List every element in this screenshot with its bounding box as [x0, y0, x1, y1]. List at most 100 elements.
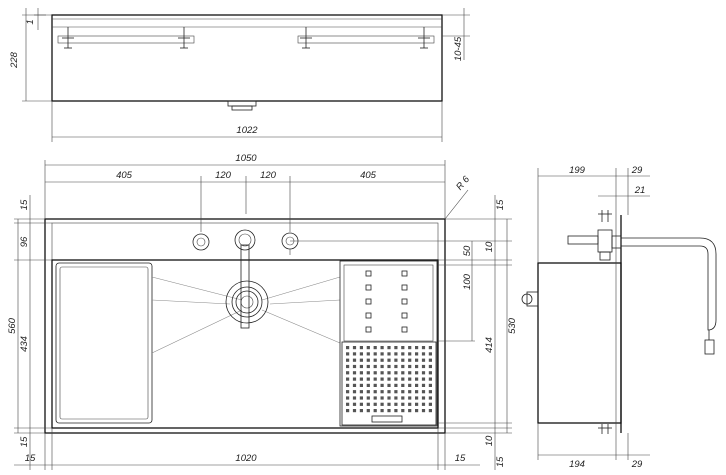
grid-perforation — [366, 371, 370, 375]
grid-perforation — [346, 377, 350, 381]
grid-perforation — [366, 346, 370, 350]
grid-perforation — [401, 346, 405, 350]
dim-right-414: 414 — [484, 337, 495, 353]
basket-accessory — [339, 260, 438, 427]
grid-perforation — [415, 390, 419, 394]
grid-perforation — [428, 396, 432, 400]
clamp-icon — [62, 27, 74, 49]
grid-perforation — [394, 396, 398, 400]
grid-perforation — [421, 383, 426, 387]
grid-perforation — [415, 409, 419, 413]
dim-top-height-total: 228 — [9, 51, 20, 69]
grid-perforation — [421, 358, 426, 362]
grid-perforation — [373, 371, 377, 375]
grid-perforation — [394, 371, 398, 375]
grid-perforation — [380, 390, 384, 394]
rim-outline — [44, 218, 446, 434]
grid-perforation — [415, 346, 419, 350]
grid-perforation — [373, 364, 377, 369]
grid-perforation — [421, 377, 426, 381]
dim-top-height-range: 10-45 — [453, 36, 464, 61]
grid-perforation — [415, 402, 419, 406]
grid-perforation — [401, 402, 405, 406]
grid-perforation — [352, 358, 357, 362]
basket-hole — [365, 298, 372, 305]
dim-seg-mid-left: 120 — [215, 170, 232, 181]
grid-perforation — [366, 377, 370, 381]
dim-right-10-top: 10 — [484, 241, 495, 252]
sink-body-outline — [51, 14, 443, 102]
grid-perforation — [352, 371, 357, 375]
grid-perforation — [359, 371, 363, 375]
grid-perforation — [394, 383, 398, 387]
dim-overall-width: 1050 — [235, 153, 257, 164]
grid-perforation — [352, 390, 357, 394]
grid-perforation — [373, 402, 377, 406]
grid-perforation — [394, 409, 398, 413]
grid-perforation — [373, 396, 377, 400]
dim-bottom-15-right: 15 — [455, 453, 466, 464]
side-drain-icon — [521, 291, 539, 307]
grid-perforation — [428, 346, 432, 350]
grid-perforation — [408, 402, 412, 406]
grid-perforation — [421, 352, 426, 356]
grid-perforation — [352, 377, 357, 381]
grid-perforation — [346, 396, 350, 400]
grid-perforation — [366, 358, 370, 362]
grid-perforation — [387, 396, 391, 400]
basket-hole — [401, 298, 408, 305]
grid-perforation — [373, 377, 377, 381]
grid-perforation — [346, 409, 350, 413]
grid-perforation — [352, 346, 357, 350]
grid-perforation — [359, 409, 363, 413]
faucet-icon — [234, 229, 256, 329]
basket-hole — [365, 326, 372, 333]
grid-perforation — [421, 390, 426, 394]
basket-hole — [401, 270, 408, 277]
mounting-rail-right — [297, 35, 435, 44]
grid-perforation — [408, 396, 412, 400]
plan-view: 1050 405 120 120 405 R 6 15 96 560 434 1… — [7, 153, 518, 470]
dim-left-560: 560 — [7, 317, 18, 334]
dim-left-15-bottom: 15 — [19, 436, 30, 447]
grid-perforation — [366, 402, 370, 406]
dim-seg-mid-right: 120 — [260, 170, 277, 181]
grid-perforation — [352, 383, 357, 387]
dim-bottom-1020: 1020 — [235, 453, 257, 464]
dim-left-15-top: 15 — [19, 199, 30, 210]
bowl-outline — [51, 259, 439, 429]
grid-perforation — [401, 383, 405, 387]
grid-perforation — [415, 396, 419, 400]
grid-perforation — [359, 396, 363, 400]
dim-right-15-bottom: 15 — [495, 456, 506, 467]
clamp-icon — [300, 27, 312, 49]
grid-perforation — [387, 371, 391, 375]
grid-perforation — [387, 364, 391, 369]
grid-perforation — [359, 364, 363, 369]
grid-perforation — [380, 371, 384, 375]
grid-perforation — [408, 364, 412, 369]
dim-right-15-top: 15 — [495, 199, 506, 210]
grid-perforation — [366, 390, 370, 394]
grid-perforation — [352, 352, 357, 356]
grid-perforation — [401, 396, 405, 400]
basket-hole — [401, 312, 408, 319]
grid-perforation — [394, 358, 398, 362]
dim-side-bottom-194: 194 — [569, 459, 585, 470]
grid-perforation — [415, 383, 419, 387]
grid-perforation — [428, 371, 432, 375]
grid-perforation — [428, 358, 432, 362]
grid-perforation — [366, 383, 370, 387]
grid-perforation — [366, 409, 370, 413]
dim-left-96: 96 — [19, 236, 30, 247]
grid-perforation — [428, 409, 432, 413]
basket-hole — [401, 284, 408, 291]
grid-perforation — [380, 358, 384, 362]
drain-outlet-icon — [227, 100, 257, 111]
grid-perforation — [380, 352, 384, 356]
grid-perforation — [401, 371, 405, 375]
grid-perforation — [387, 383, 391, 387]
grid-perforation — [415, 364, 419, 369]
control-knob-right-icon — [281, 232, 299, 255]
grid-perforation — [408, 377, 412, 381]
